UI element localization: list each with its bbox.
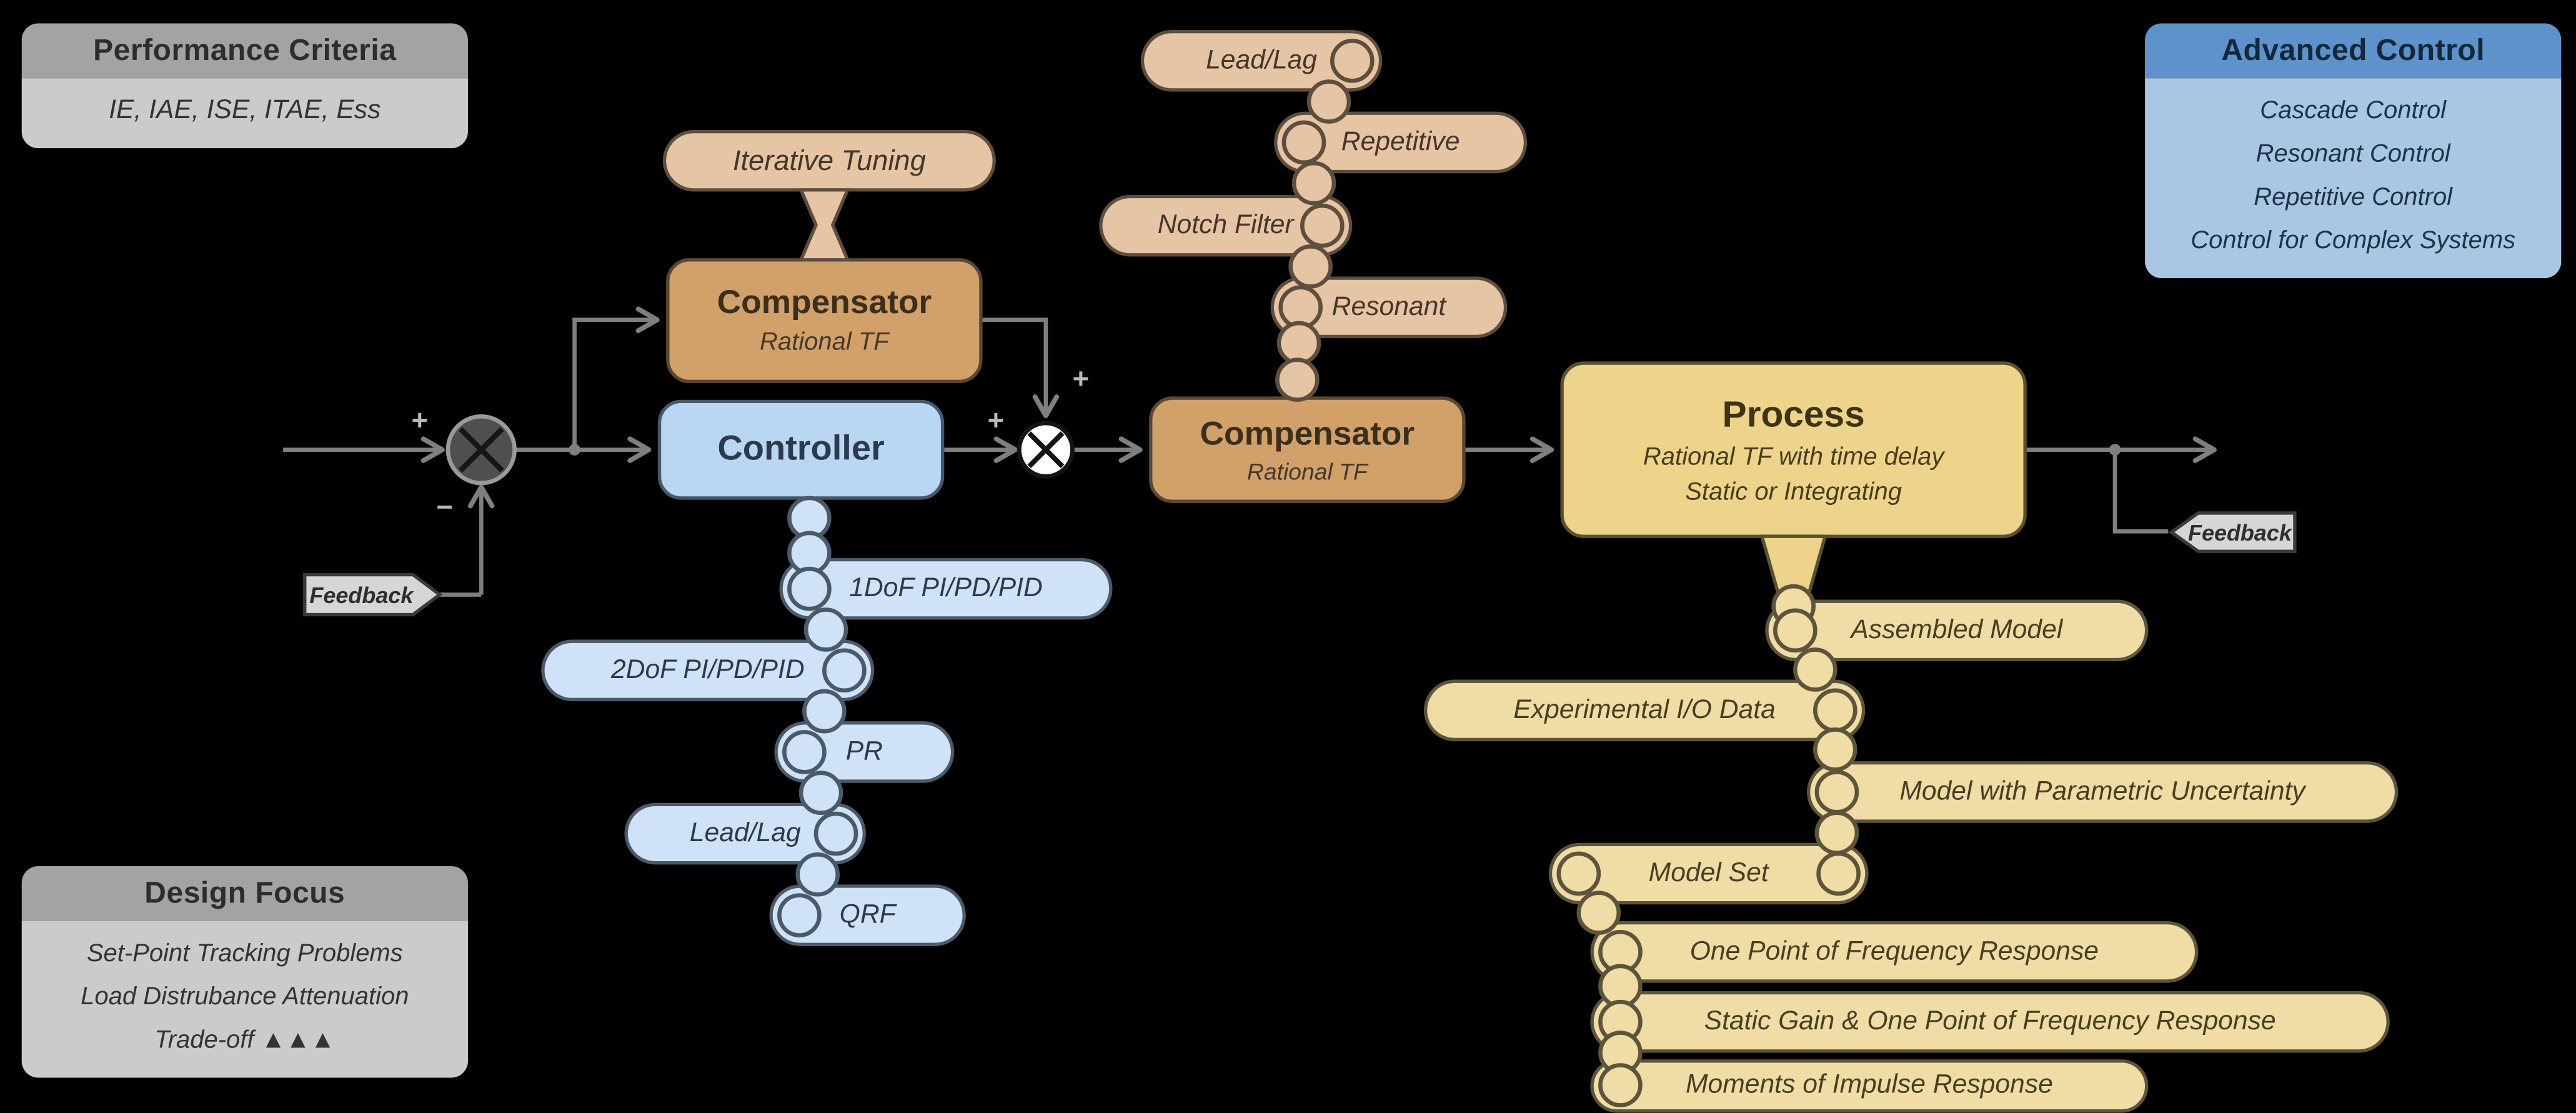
process-model-pill: Assembled Model bbox=[1765, 599, 2149, 662]
feedback-tag-right: Feedback bbox=[2169, 511, 2297, 553]
controller-option-pill: PR bbox=[774, 721, 955, 783]
compensator-feedforward-block: Compensator Rational TF bbox=[666, 258, 983, 384]
compensator-option-pill: Lead/Lag bbox=[1140, 29, 1383, 92]
performance-criteria-line: IE, IAE, ISE, ITAE, Ess bbox=[109, 96, 381, 125]
sum1-plus-sign: + bbox=[411, 404, 427, 436]
controller-block: Controller bbox=[657, 399, 945, 500]
controller-option-pill: QRF bbox=[769, 884, 966, 946]
compensator-series-subtitle: Rational TF bbox=[1246, 457, 1368, 484]
advanced-control-line: Repetitive Control bbox=[2254, 183, 2453, 212]
compensator-series-title: Compensator bbox=[1200, 416, 1415, 452]
advanced-control-title: Advanced Control bbox=[2145, 23, 2562, 79]
design-focus-title: Design Focus bbox=[21, 866, 468, 921]
process-subtitle-1: Rational TF with time delay bbox=[1643, 442, 1944, 472]
process-title: Process bbox=[1722, 393, 1865, 435]
advanced-control-box: Advanced Control Cascade Control Resonan… bbox=[2145, 23, 2562, 279]
advanced-control-line: Resonant Control bbox=[2255, 139, 2450, 169]
sum2-plus-left-sign: + bbox=[988, 404, 1004, 436]
advanced-control-line: Control for Complex Systems bbox=[2191, 226, 2516, 255]
performance-criteria-box: Performance Criteria IE, IAE, ISE, ITAE,… bbox=[21, 23, 468, 149]
design-focus-box: Design Focus Set-Point Tracking Problems… bbox=[21, 866, 468, 1078]
advanced-control-line: Cascade Control bbox=[2260, 96, 2447, 125]
process-model-pill: Model with Parametric Uncertainty bbox=[1806, 761, 2399, 823]
design-focus-line: Load Distrubance Attenuation bbox=[81, 982, 409, 1011]
compensator-option-pill: Resonant bbox=[1270, 276, 1508, 339]
compensator-option-pill: Notch Filter bbox=[1099, 194, 1353, 257]
process-subtitle-2: Static or Integrating bbox=[1685, 477, 1902, 507]
summing-junction-2 bbox=[1017, 421, 1075, 479]
tuning-connector bbox=[798, 188, 850, 262]
compensator-feedforward-subtitle: Rational TF bbox=[760, 328, 889, 357]
controller-option-pill: 1DoF PI/PD/PID bbox=[779, 557, 1113, 620]
design-focus-line: Trade-off ▲▲▲ bbox=[154, 1026, 336, 1055]
performance-criteria-title: Performance Criteria bbox=[21, 23, 468, 79]
controller-option-pill: 2DoF PI/PD/PID bbox=[541, 639, 875, 702]
sum2-plus-top-sign: + bbox=[1073, 362, 1089, 394]
feedback-tag-right-label: Feedback bbox=[2188, 520, 2293, 546]
compensator-option-pill: Repetitive bbox=[1274, 111, 1528, 174]
process-model-pill: One Point of Frequency Response bbox=[1590, 921, 2199, 983]
controller-title: Controller bbox=[717, 429, 885, 468]
branch-dot bbox=[569, 444, 580, 456]
process-connector bbox=[1759, 534, 1828, 597]
branch-dot bbox=[2109, 444, 2121, 456]
controller-option-pill: Lead/Lag bbox=[624, 802, 867, 865]
process-model-pill: Static Gain & One Point of Frequency Res… bbox=[1590, 991, 2390, 1053]
sum1-minus-sign: − bbox=[436, 491, 452, 522]
feedback-tag-left: Feedback bbox=[303, 572, 443, 617]
process-block: Process Rational TF with time delay Stat… bbox=[1560, 361, 2027, 538]
design-focus-line: Set-Point Tracking Problems bbox=[86, 939, 403, 968]
compensator-series-block: Compensator Rational TF bbox=[1149, 396, 1466, 503]
summing-junction-1 bbox=[445, 414, 517, 486]
process-model-pill: Experimental I/O Data bbox=[1423, 679, 1866, 742]
iterative-tuning-pill: Iterative Tuning bbox=[662, 129, 996, 192]
compensator-feedforward-title: Compensator bbox=[717, 284, 932, 322]
feedback-tag-left-label: Feedback bbox=[309, 582, 414, 608]
process-model-pill: Moments of Impulse Response bbox=[1590, 1059, 2149, 1113]
process-model-pill: Model Set bbox=[1548, 842, 1869, 905]
